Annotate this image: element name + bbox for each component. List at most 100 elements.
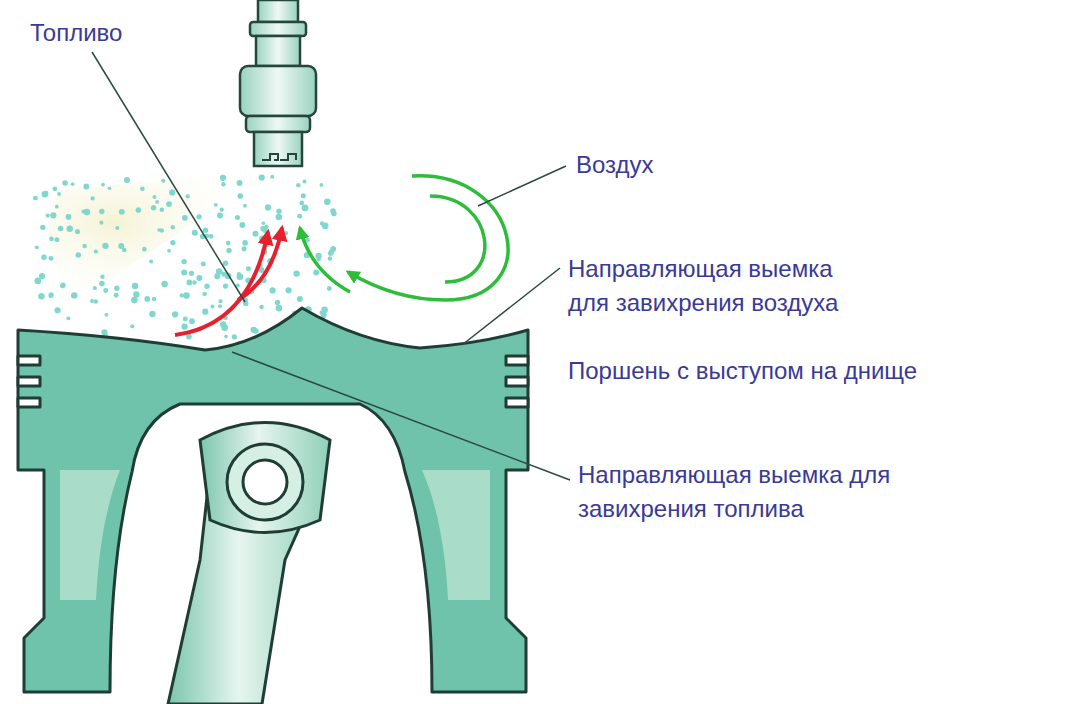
fuel-droplet	[328, 251, 333, 256]
fuel-droplet	[140, 187, 145, 192]
fuel-droplet	[302, 179, 306, 183]
part-label: Направляющая выемка для завихрения топли…	[578, 458, 1018, 526]
leader-lines	[92, 52, 570, 480]
fuel-droplet	[196, 275, 202, 281]
fuel-droplet	[132, 283, 138, 289]
fuel-droplet	[238, 193, 244, 199]
fuel-droplet	[204, 284, 209, 289]
fuel-droplet	[161, 179, 165, 183]
fuel-droplet	[119, 209, 125, 215]
fuel-droplet	[196, 214, 201, 219]
fuel-droplet	[151, 205, 156, 210]
fuel-droplet	[210, 304, 214, 308]
fuel-droplet	[57, 192, 61, 196]
ring-grooves	[18, 356, 528, 407]
fuel-droplet	[108, 187, 112, 191]
fuel-droplet	[209, 234, 214, 239]
fuel-droplet	[299, 201, 304, 206]
fuel-droplet	[327, 286, 332, 291]
fuel-droplet	[220, 207, 224, 211]
fuel-droplet	[104, 313, 108, 317]
fuel-droplet	[220, 321, 226, 327]
fuel-droplet	[83, 183, 89, 189]
fuel-droplet	[302, 205, 309, 212]
fuel-droplet	[131, 297, 138, 304]
fuel-droplet	[66, 214, 72, 220]
piston-pin	[200, 423, 330, 533]
part-label: Направляющая выемка для завихрения возду…	[568, 252, 868, 320]
fuel-droplet	[237, 180, 243, 186]
fuel-droplet	[201, 262, 206, 267]
fuel-droplet	[159, 228, 164, 233]
fuel-droplet	[253, 328, 258, 333]
pin-bore	[243, 460, 287, 504]
fuel-arrow	[175, 232, 268, 335]
fuel-droplet	[301, 193, 306, 198]
fuel-droplet	[103, 288, 108, 293]
fuel-droplet	[218, 304, 222, 308]
fuel-droplet	[67, 226, 74, 233]
fuel-droplet	[324, 198, 331, 205]
fuel-droplet	[136, 207, 142, 213]
fuel-droplet	[185, 194, 189, 198]
air-flow-arrows	[300, 176, 508, 300]
fuel-droplet	[182, 215, 188, 221]
fuel-droplet	[218, 299, 222, 303]
fuel-droplet	[276, 214, 282, 220]
fuel-droplet	[284, 231, 288, 235]
fuel-droplet	[99, 221, 103, 225]
fuel-droplet	[149, 311, 155, 317]
fuel-spray-cone	[49, 170, 270, 300]
leader-line	[478, 166, 566, 206]
fuel-droplet	[53, 186, 58, 191]
fuel-droplet	[44, 191, 49, 196]
fuel-droplet	[101, 183, 105, 187]
part-label: Топливо	[30, 16, 230, 50]
fuel-droplet	[90, 196, 94, 200]
rod-small-end	[200, 423, 330, 533]
fuel-droplet	[102, 243, 108, 249]
fuel-droplet	[237, 272, 241, 276]
fuel-droplet	[214, 203, 218, 207]
fuel-droplet	[202, 309, 208, 315]
fuel-droplet	[181, 324, 187, 330]
fuel-droplet	[144, 296, 150, 302]
fuel-droplet	[40, 225, 45, 230]
fuel-droplet	[275, 300, 280, 305]
fuel-droplet	[58, 226, 64, 232]
fuel-droplet	[55, 205, 59, 209]
fuel-droplet	[187, 280, 193, 286]
fuel-droplet	[285, 287, 291, 293]
fuel-droplet	[253, 231, 259, 237]
fuel-droplet	[81, 210, 85, 214]
fuel-droplet	[155, 200, 159, 204]
injector-ring	[246, 116, 310, 132]
fuel-droplet	[260, 226, 266, 232]
fuel-droplet	[60, 284, 65, 289]
piston-body	[18, 308, 528, 692]
leader-line	[92, 52, 245, 302]
fuel-droplet	[293, 270, 299, 276]
fuel-droplet	[161, 281, 167, 287]
fuel-droplet	[41, 255, 46, 260]
injector-body	[240, 66, 316, 116]
fuel-droplet	[124, 177, 130, 183]
fuel-droplet	[115, 226, 119, 230]
fuel-droplet	[217, 213, 223, 219]
fuel-droplet	[166, 201, 172, 207]
air-arrow	[348, 176, 508, 300]
fuel-droplet	[170, 240, 175, 245]
fuel-droplet	[93, 286, 97, 290]
fuel-droplet	[203, 228, 209, 234]
fuel-droplet	[35, 245, 39, 249]
fuel-droplet	[172, 311, 178, 317]
fuel-droplet	[223, 261, 228, 266]
fuel-droplet	[183, 317, 188, 322]
fuel-droplet	[149, 260, 153, 264]
injector-top	[258, 0, 298, 22]
fuel-droplet	[62, 180, 68, 186]
part-label: Воздух	[576, 148, 826, 182]
air-arrow	[300, 228, 350, 292]
fuel-droplet	[246, 266, 251, 271]
